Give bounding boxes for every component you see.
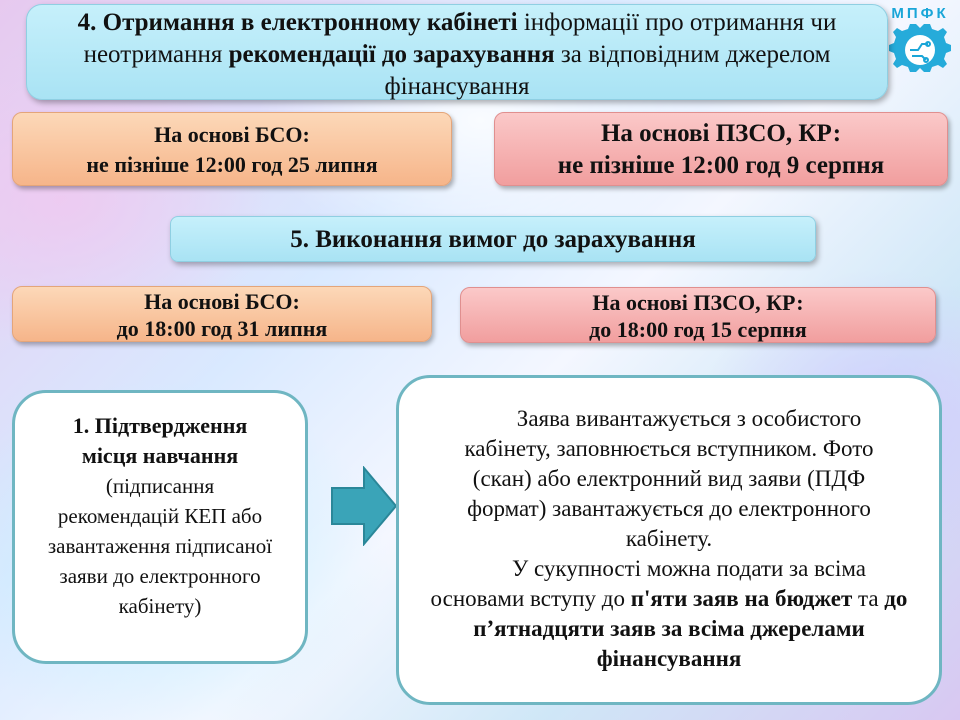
para2-start: У сукупності можна подати за всіма основ… — [430, 556, 867, 611]
step4-title-bold: 4. Отримання в електронному кабінеті — [77, 9, 518, 36]
pzso-label: На основі ПЗСО, КР: — [600, 120, 842, 147]
confirmation-card: 1. Підтвердження місця навчання (підписа… — [12, 390, 308, 664]
step4-text-end: за відповідним джерелом фінансування — [384, 41, 831, 100]
pzso-label-2: На основі ПЗСО, КР: — [592, 290, 804, 315]
pzso-recommendation-deadline: На основі ПЗСО, КР: не пізніше 12:00 год… — [494, 112, 948, 186]
pzso-requirements-deadline: На основі ПЗСО, КР: до 18:00 год 15 серп… — [460, 287, 936, 343]
para2-mid: та — [852, 586, 885, 611]
para2-bold-all-sources: до п’ятнадцяти заяв за всіма джерелами ф… — [473, 586, 908, 671]
application-info-card: Заява вивантажується з особистого кабіне… — [396, 375, 942, 705]
bso-deadline-2: до 18:00 год 31 липня — [116, 316, 328, 341]
confirmation-body: (підписання рекомендацій КЕП або заванта… — [47, 474, 273, 618]
application-info-para1: Заява вивантажується з особистого кабіне… — [464, 406, 874, 551]
bso-recommendation-deadline: На основі БСО: не пізніше 12:00 год 25 л… — [12, 112, 452, 186]
step4-recommendation-bold: рекомендації до зарахування — [228, 41, 555, 68]
college-logo: МПФК — [880, 2, 960, 78]
bso-deadline: не пізніше 12:00 год 25 липня — [86, 152, 378, 177]
confirmation-title: 1. Підтвердження місця навчання — [72, 413, 248, 468]
logo-text: МПФК — [891, 5, 948, 22]
bso-label-2: На основі БСО: — [144, 289, 300, 314]
step4-text: інформації про отримання чи неотримання — [83, 9, 837, 68]
pzso-deadline-2: до 18:00 год 15 серпня — [589, 317, 807, 342]
right-arrow-icon — [330, 465, 398, 547]
step5-header: 5. Виконання вимог до зарахування — [170, 216, 816, 262]
para2-bold-budget: п'яти заяв на бюджет — [630, 586, 853, 611]
application-info-para2: У сукупності можна подати за всіма основ… — [419, 554, 919, 674]
pzso-deadline: не пізніше 12:00 год 9 серпня — [557, 152, 885, 179]
bso-label: На основі БСО: — [154, 122, 310, 147]
bso-requirements-deadline: На основі БСО: до 18:00 год 31 липня — [12, 286, 432, 342]
step4-header: 4. Отримання в електронному кабінеті інф… — [26, 4, 888, 100]
